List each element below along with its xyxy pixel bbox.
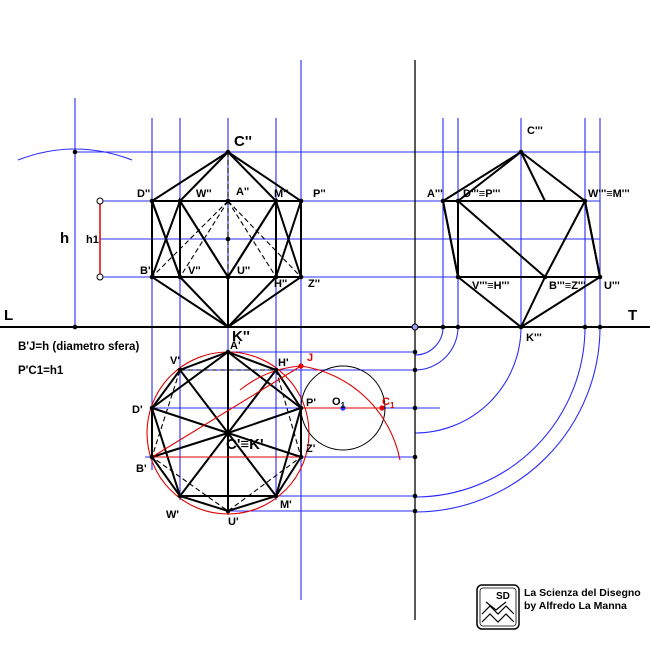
construction-lines [17, 60, 601, 600]
note-line-2: P'C1=h1 [18, 365, 64, 377]
label-top-CK: C'≡K' [226, 436, 264, 453]
label-top-D: D' [132, 404, 143, 416]
credit-line-1: La Scienza del Disegno [524, 587, 641, 599]
label-T: T [628, 307, 637, 324]
label-side-WM: W'''≡M''' [588, 188, 630, 200]
label-side-A: A''' [427, 188, 443, 200]
label-side-DP: D'''≡P''' [463, 188, 501, 200]
label-side-K: K''' [526, 332, 542, 344]
label-front-Z: Z'' [308, 278, 320, 290]
label-front-A: A'' [236, 186, 250, 198]
credit: La Scienza del Disegno by Alfredo La Man… [524, 587, 641, 613]
label-side-U: U''' [604, 280, 620, 292]
label-top-P: P' [306, 397, 316, 409]
label-front-B: B'' [140, 265, 154, 277]
labels: L T h h1 C'' D'' W'' A'' M'' P'' B'' V''… [4, 125, 637, 528]
label-front-H: H'' [274, 278, 288, 290]
label-side-C: C''' [527, 125, 543, 137]
side-view [440, 149, 603, 330]
label-front-C: C'' [234, 133, 252, 150]
label-front-W: W'' [196, 188, 212, 200]
note-line-1: B'J=h (diametro sfera) [18, 341, 139, 353]
label-top-O1: O1 [332, 396, 346, 410]
label-top-A: A' [230, 340, 241, 352]
label-L: L [4, 307, 13, 324]
label-top-M: M' [280, 499, 292, 511]
label-h1: h1 [86, 234, 99, 246]
label-top-O1-main: O [332, 396, 341, 408]
label-front-D: D'' [137, 188, 151, 200]
label-top-V: V' [170, 355, 180, 367]
label-front-P: P'' [313, 188, 326, 200]
label-front-U: U'' [237, 265, 251, 277]
front-view [72, 149, 304, 330]
label-top-J: J [307, 352, 313, 364]
label-side-VH: V'''≡H''' [472, 280, 510, 292]
label-top-Z: Z' [306, 443, 316, 455]
label-top-U: U' [228, 516, 239, 528]
label-front-V: V'' [188, 265, 201, 277]
label-top-C1: C1 [382, 396, 395, 410]
label-front-M: M'' [274, 188, 289, 200]
label-top-O1-sub: 1 [341, 401, 346, 410]
label-top-W: W' [166, 509, 179, 521]
top-view [146, 349, 418, 515]
label-top-C1-sub: 1 [390, 401, 395, 410]
logo: SD [476, 584, 520, 630]
label-h: h [60, 230, 69, 247]
logo-mark: SD [476, 584, 520, 630]
axes [0, 60, 650, 620]
label-top-B: B' [136, 463, 147, 475]
label-top-H: H' [278, 357, 289, 369]
label-front-K: K'' [232, 328, 250, 345]
label-side-BZ: B'''≡Z''' [549, 280, 586, 292]
logo-text: SD [496, 591, 510, 602]
label-top-C1-main: C [382, 396, 390, 408]
credit-line-2: by Alfredo La Manna [524, 600, 627, 612]
h1-segment [96, 197, 104, 281]
